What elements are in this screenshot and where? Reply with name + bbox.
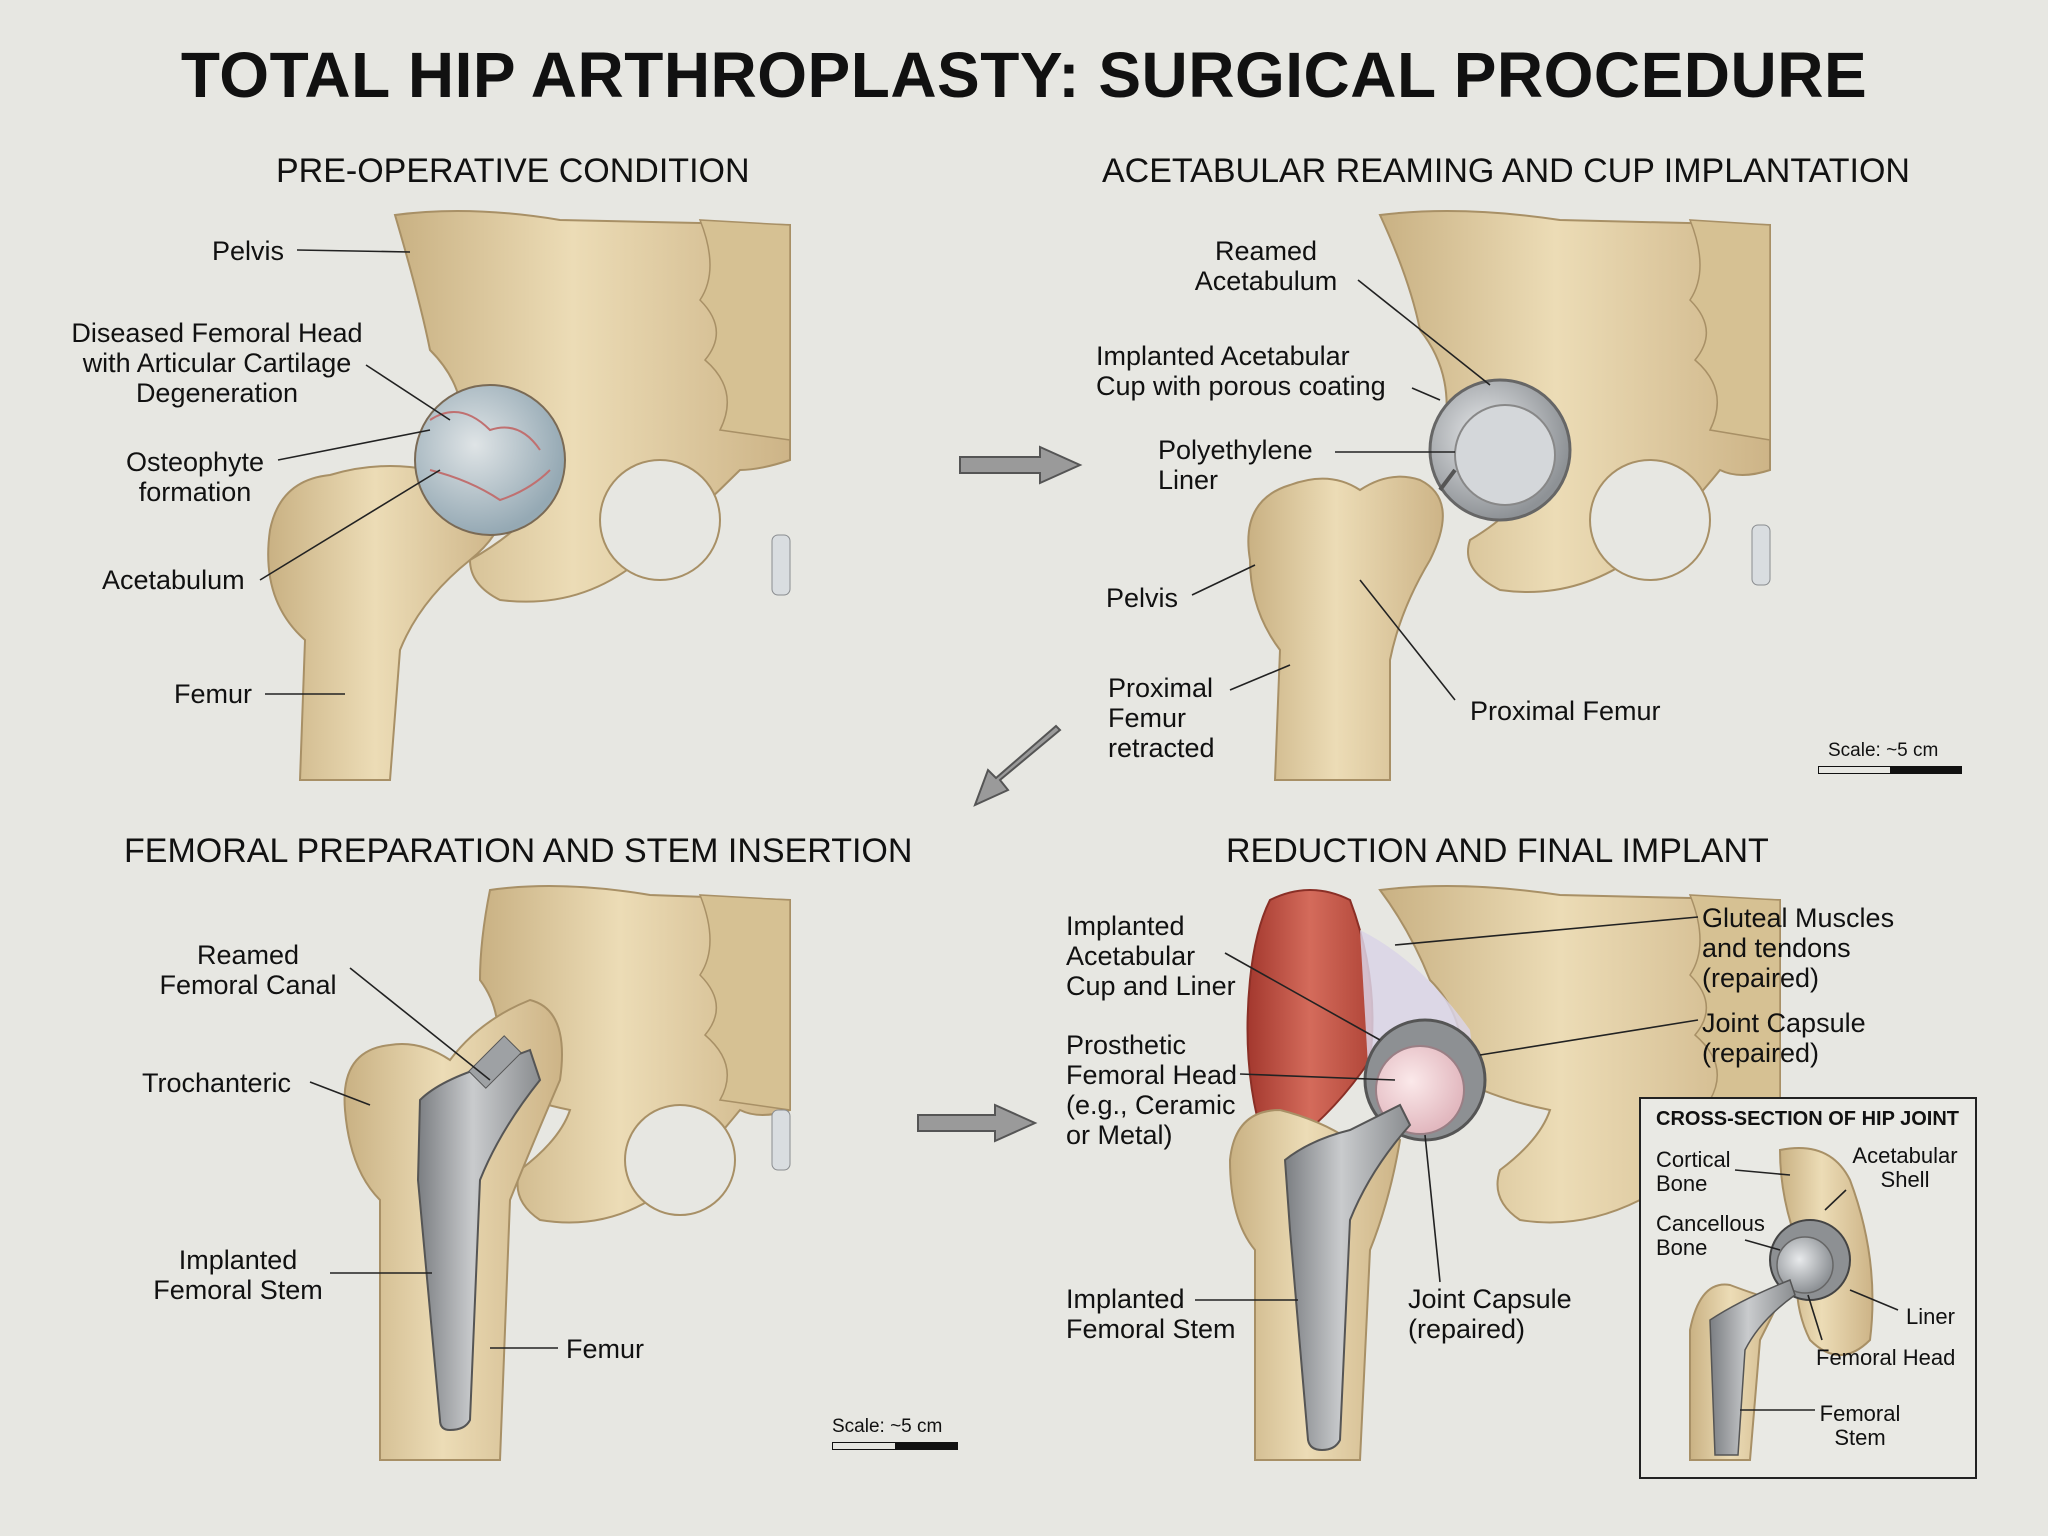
label-line: Femoral Head (1066, 1060, 1237, 1090)
panel-title-femoral: FEMORAL PREPARATION AND STEM INSERTION (124, 832, 912, 871)
label-reamed-acetabulum: Reamed Acetabulum (1186, 236, 1346, 296)
label-line: Femoral Stem (1066, 1314, 1236, 1344)
label-line: Prosthetic (1066, 1030, 1237, 1060)
label-line: Acetabular (1066, 941, 1236, 971)
inset-title: CROSS-SECTION OF HIP JOINT (1656, 1108, 1959, 1131)
label-line: Cortical (1656, 1148, 1731, 1172)
label-line: Acetabulum (1186, 266, 1346, 296)
label-line: (repaired) (1702, 963, 1894, 993)
label-line: Reamed (1186, 236, 1346, 266)
panel-title-preop: PRE-OPERATIVE CONDITION (276, 152, 750, 191)
label-inset-liner: Liner (1906, 1305, 1955, 1329)
label-line: Stem (1812, 1426, 1908, 1450)
label-acetabular-shell: Acetabular Shell (1846, 1144, 1964, 1192)
label-line: Bone (1656, 1172, 1731, 1196)
label-line: or Metal) (1066, 1120, 1237, 1150)
label-gluteal: Gluteal Muscles and tendons (repaired) (1702, 903, 1894, 993)
label-line: Cup with porous coating (1096, 371, 1386, 401)
label-line: (repaired) (1702, 1038, 1866, 1068)
label-line: Implanted Acetabular (1096, 341, 1386, 371)
scale-bar-femoral (832, 1442, 958, 1450)
main-title: TOTAL HIP ARTHROPLASTY: SURGICAL PROCEDU… (0, 38, 2048, 112)
label-line: Joint Capsule (1408, 1284, 1572, 1314)
label-line: Proximal (1108, 673, 1215, 703)
panel-title-final: REDUCTION AND FINAL IMPLANT (1226, 832, 1769, 871)
label-polyethylene-liner: Polyethylene Liner (1158, 435, 1313, 495)
label-line: Polyethylene (1158, 435, 1313, 465)
label-diseased-head: Diseased Femoral Head with Articular Car… (52, 318, 382, 408)
panel-title-reaming: ACETABULAR REAMING AND CUP IMPLANTATION (1102, 152, 1910, 191)
label-line: Femoral Canal (148, 970, 348, 1000)
arrow-diagonal (975, 726, 1060, 805)
label-line: Cup and Liner (1066, 971, 1236, 1001)
label-femur: Femur (174, 679, 252, 709)
label-line: (repaired) (1408, 1314, 1572, 1344)
label-line: Implanted (1066, 911, 1236, 941)
scale-bar-reaming (1818, 766, 1962, 774)
scale-label-reaming: Scale: ~5 cm (1828, 740, 1938, 762)
label-inset-femoral-stem: Femoral Stem (1812, 1402, 1908, 1450)
scale-label-femoral: Scale: ~5 cm (832, 1416, 942, 1438)
label-line: Femur (1108, 703, 1215, 733)
label-line: Implanted (1066, 1284, 1236, 1314)
label-line: with Articular Cartilage (52, 348, 382, 378)
label-proximal-femur: Proximal Femur (1470, 696, 1661, 726)
label-line: Cancellous (1656, 1212, 1765, 1236)
label-final-stem: Implanted Femoral Stem (1066, 1284, 1236, 1344)
label-pelvis: Pelvis (212, 236, 284, 266)
label-joint-capsule-upper: Joint Capsule (repaired) (1702, 1008, 1866, 1068)
label-acetabulum: Acetabulum (102, 565, 245, 595)
label-line: Reamed (148, 940, 348, 970)
label-inset-femoral-head: Femoral Head (1816, 1346, 1955, 1370)
arrow-right-1 (960, 447, 1080, 483)
label-joint-capsule-lower: Joint Capsule (repaired) (1408, 1284, 1572, 1344)
label-trochanteric: Trochanteric (142, 1068, 291, 1098)
label-osteophyte: Osteophyte formation (110, 447, 280, 507)
label-line: Gluteal Muscles (1702, 903, 1894, 933)
label-femur-retracted: Proximal Femur retracted (1108, 673, 1215, 763)
label-line: Joint Capsule (1702, 1008, 1866, 1038)
label-line: formation (110, 477, 280, 507)
label-femur-3: Femur (566, 1334, 644, 1364)
label-implanted-cup: Implanted Acetabular Cup with porous coa… (1096, 341, 1386, 401)
label-cancellous-bone: Cancellous Bone (1656, 1212, 1765, 1260)
label-line: Shell (1846, 1168, 1964, 1192)
reaming-illustration (1248, 211, 1770, 780)
reaming-femur (1248, 477, 1443, 780)
label-cup-liner: Implanted Acetabular Cup and Liner (1066, 911, 1236, 1001)
preop-illustration (268, 211, 790, 780)
label-reamed-canal: Reamed Femoral Canal (148, 940, 348, 1000)
label-line: (e.g., Ceramic (1066, 1090, 1237, 1120)
label-line: Degeneration (52, 378, 382, 408)
label-line: Implanted (140, 1245, 336, 1275)
label-line: Osteophyte (110, 447, 280, 477)
preop-obturator (600, 460, 720, 580)
label-line: Femoral (1812, 1402, 1908, 1426)
label-line: retracted (1108, 733, 1215, 763)
label-line: Bone (1656, 1236, 1765, 1260)
preop-diseased-head (415, 385, 565, 535)
label-line: Acetabular (1846, 1144, 1964, 1168)
femoral-illustration (345, 886, 790, 1460)
arrow-right-2 (918, 1105, 1035, 1141)
label-line: Diseased Femoral Head (52, 318, 382, 348)
label-line: Liner (1158, 465, 1313, 495)
label-line: Femoral Stem (140, 1275, 336, 1305)
label-pelvis-2: Pelvis (1106, 583, 1178, 613)
label-cortical-bone: Cortical Bone (1656, 1148, 1731, 1196)
label-line: and tendons (1702, 933, 1894, 963)
label-implanted-stem: Implanted Femoral Stem (140, 1245, 336, 1305)
label-prosthetic-head: Prosthetic Femoral Head (e.g., Ceramic o… (1066, 1030, 1237, 1150)
